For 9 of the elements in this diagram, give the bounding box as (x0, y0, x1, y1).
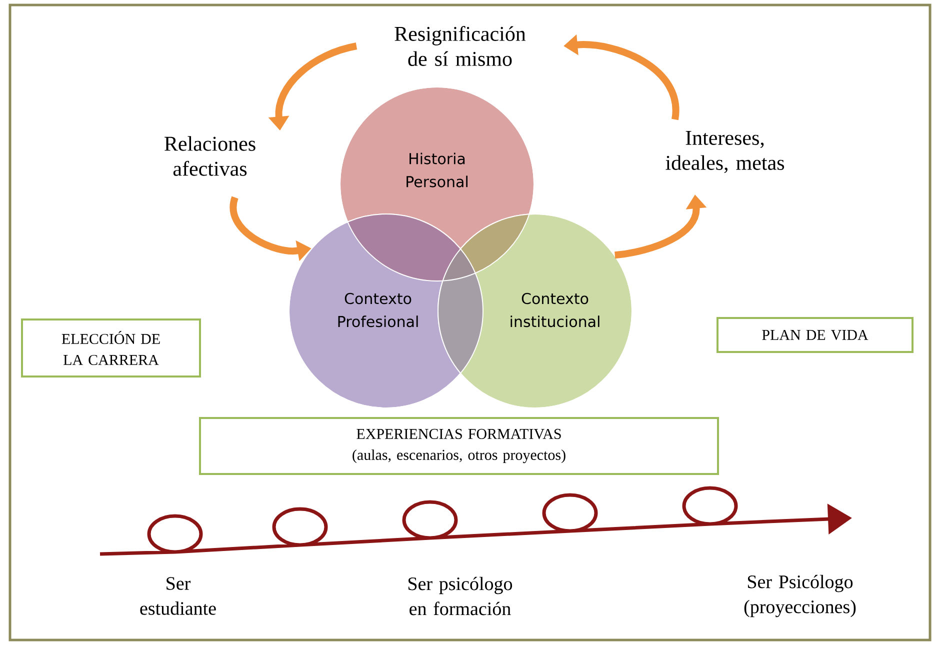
label-box: EXPERIENCIAS FORMATIVAS (aulas, escenarios, otros proyectos) (199, 417, 719, 475)
cycle-text: Relaciones afectivas (164, 136, 256, 176)
label-box: ELECCIÓN DE LA CARRERA (21, 318, 201, 378)
name-text: Resignificación de sí mismo (394, 26, 526, 66)
label-box: PLAN DE VIDA (716, 317, 914, 353)
stage-label: Ser Psicólogo (proyecciones) (744, 574, 856, 618)
cycle-text: Intereses, ideales, metas (666, 131, 784, 173)
stage-label: Ser psicólogo en formación (408, 576, 512, 616)
stage-label: Ser estudiante (140, 577, 216, 615)
